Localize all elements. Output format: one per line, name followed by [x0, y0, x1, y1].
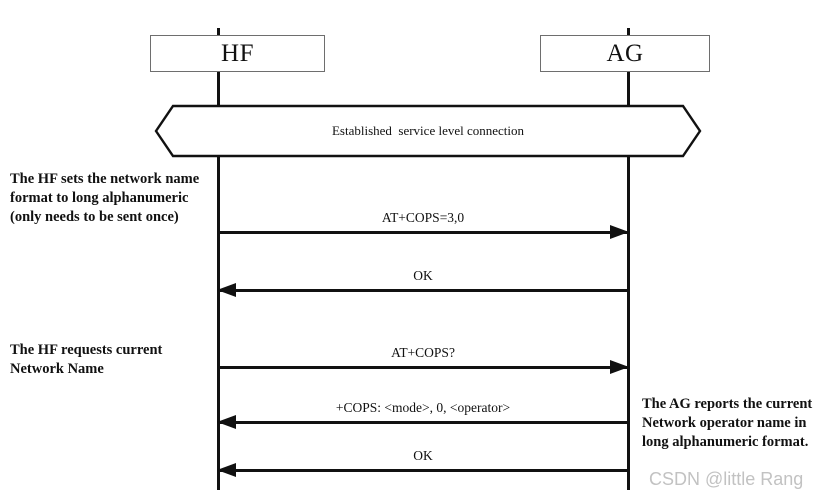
message-arrow-cops-response: +COPS: <mode>, 0, <operator> — [217, 400, 628, 429]
lifeline-hf — [217, 28, 220, 490]
arrowhead-left-icon — [217, 415, 236, 429]
message-label: OK — [413, 448, 433, 463]
message-label: AT+COPS=3,0 — [381, 210, 465, 225]
message-label: OK — [413, 268, 433, 283]
message-shaft — [218, 469, 628, 472]
hexagon-shape-icon — [154, 104, 702, 158]
message-label: +COPS: <mode>, 0, <operator> — [335, 400, 511, 415]
established-connection-band: Established service level connection — [154, 104, 702, 158]
message-shaft — [218, 231, 628, 234]
annotation-ag-reports-name: The AG reports the current Network opera… — [642, 396, 813, 450]
established-connection-label: Established service level connection — [331, 123, 525, 138]
message-arrow-at-cops-query: AT+COPS? — [218, 345, 629, 374]
message-shaft — [218, 289, 628, 292]
arrowhead-left-icon — [217, 283, 236, 297]
message-arrow-ok-1: OK — [217, 268, 628, 297]
annotation-hf-requests-name: The HF requests current Network Name — [10, 342, 163, 377]
message-arrow-at-cops-set: AT+COPS=3,0 — [218, 210, 629, 239]
watermark-text: CSDN @little Rang — [649, 469, 804, 489]
message-shaft — [218, 366, 628, 369]
arrowhead-left-icon — [217, 463, 236, 477]
actor-label-ag: AG — [606, 40, 644, 67]
annotation-hf-sets-format: The HF sets the network name format to l… — [10, 171, 200, 225]
arrowhead-right-icon — [610, 225, 629, 239]
message-shaft — [218, 421, 628, 424]
arrowhead-right-icon — [610, 360, 629, 374]
lifeline-ag — [627, 28, 630, 490]
message-arrow-ok-2: OK — [217, 448, 628, 477]
actor-label-hf: HF — [221, 40, 254, 67]
actor-box-hf: HF — [150, 35, 325, 72]
actor-box-ag: AG — [540, 35, 710, 72]
message-label: AT+COPS? — [391, 345, 455, 360]
